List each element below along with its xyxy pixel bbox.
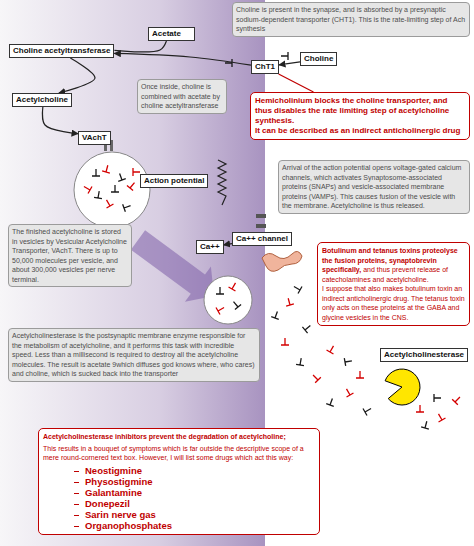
list-item: Neostigmine [85, 465, 315, 476]
drug-note-box: Botulinum and tetanus toxins proteolyse … [317, 242, 470, 326]
action-potential-symbol [218, 160, 226, 205]
list-item: Galantamine [85, 487, 315, 498]
box-text: Hemicholinium blocks the choline transpo… [255, 96, 449, 125]
choline-symbol [216, 287, 224, 294]
molecule-label: Acetate [148, 27, 195, 41]
box-text: Choline is present in the synapse, and i… [236, 6, 465, 32]
note-box: The finished acetylcholine is stored in … [8, 224, 132, 287]
box-text: This results in a bouquet of symptoms wh… [43, 444, 315, 463]
box-text: It can be described as an indirect antic… [255, 126, 465, 136]
acetate-symbol [356, 371, 364, 378]
enzyme-label: Acetylcholinesterase [380, 348, 468, 362]
box-text: Acetylcholinesterase [384, 350, 464, 359]
connector [224, 244, 232, 245]
choline-symbol [434, 394, 441, 402]
choline-symbol [363, 405, 373, 415]
choline-symbol [281, 52, 288, 60]
drug-note-box: Acetylcholinesterase inhibitors prevent … [38, 428, 320, 535]
choline-symbol [94, 190, 103, 198]
acetate-symbol [216, 304, 226, 314]
fusion-protein [262, 251, 302, 271]
connector [59, 58, 95, 93]
fusing-vesicle [204, 276, 252, 324]
box-text: Acetate [152, 29, 181, 38]
list-item: Organophosphates [85, 520, 315, 531]
box-text: Choline [304, 54, 333, 63]
channel-symbol [256, 224, 266, 228]
signal-label: Action potential [140, 174, 208, 188]
enzyme-symbol [385, 369, 420, 405]
box-text: Choline acetyltransferase [13, 46, 110, 55]
acetate-symbol [284, 297, 294, 306]
note-box: Choline is present in the synapse, and i… [232, 2, 470, 37]
channel-label: Ca++ channel [232, 232, 292, 246]
box-text: Ca++ channel [236, 234, 288, 243]
acetate-symbol [229, 281, 239, 291]
box-text: Action potential [144, 176, 204, 185]
box-text: Ca++ [200, 242, 220, 251]
connector [279, 74, 314, 92]
box-text: I suppose that also makes botulinum toxi… [322, 284, 465, 322]
box-text: VAchT [82, 133, 107, 142]
box-text: Acetylcholinesterase is the postsynaptic… [12, 332, 255, 377]
acetate-symbol [281, 338, 289, 345]
choline-symbol [302, 322, 313, 333]
acetate-symbol [452, 394, 463, 405]
acetate-symbol [133, 168, 140, 176]
acetate-symbol [82, 183, 92, 193]
vesicle [74, 152, 150, 228]
list-item: Sarin nerve gas [85, 509, 315, 520]
choline-symbol [292, 283, 302, 293]
ion-label: Ca++ [196, 240, 224, 254]
acetate-symbol [103, 198, 113, 208]
choline-symbol [123, 202, 132, 212]
channel-symbol [256, 214, 266, 218]
drug-note-box: Hemicholinium blocks the choline transpo… [250, 92, 470, 140]
box-text: Acetylcholinesterase inhibitors prevent … [43, 432, 315, 442]
box-text: Once inside, choline is combined with ac… [141, 83, 220, 109]
choline-symbol [271, 310, 281, 319]
molecule-label: Choline [300, 52, 337, 66]
connector [42, 107, 78, 134]
molecule-label: Acetylcholine [12, 93, 72, 107]
choline-symbol [296, 357, 305, 365]
choline-symbol [230, 299, 241, 310]
choline-symbol [326, 397, 336, 406]
connector [114, 53, 251, 65]
list-item: Physostigmine [85, 476, 315, 487]
note-box: Once inside, choline is combined with ac… [137, 79, 227, 114]
choline-symbol [111, 185, 119, 192]
choline-symbol [225, 59, 232, 67]
acetate-symbol [435, 412, 445, 422]
box-text: Acetylcholine [16, 95, 68, 104]
box-text: The finished acetylcholine is stored in … [12, 228, 127, 283]
enzyme-label: Choline acetyltransferase [9, 44, 114, 58]
acetate-symbol [310, 372, 321, 383]
box-text: Arrival of the action potential opens vo… [282, 164, 461, 209]
acetate-symbol [102, 164, 112, 173]
choline-symbol [344, 357, 352, 366]
box-text: ChT1 [255, 62, 275, 71]
connector [114, 41, 166, 52]
choline-symbol [92, 169, 100, 176]
acetate-symbol [416, 405, 424, 412]
choline-symbol [421, 420, 431, 429]
acetate-symbol [343, 387, 353, 397]
note-box: Arrival of the action potential opens vo… [278, 160, 470, 214]
choline-symbol [116, 172, 126, 181]
transporter-label: ChT1 [251, 60, 279, 74]
note-box: Acetylcholinesterase is the postsynaptic… [8, 328, 260, 382]
transporter-label: VAchT [78, 131, 111, 145]
connector [279, 62, 300, 65]
list-item: Donepezil [85, 498, 315, 509]
acetate-symbol [327, 344, 337, 354]
acetate-symbol [127, 180, 138, 191]
